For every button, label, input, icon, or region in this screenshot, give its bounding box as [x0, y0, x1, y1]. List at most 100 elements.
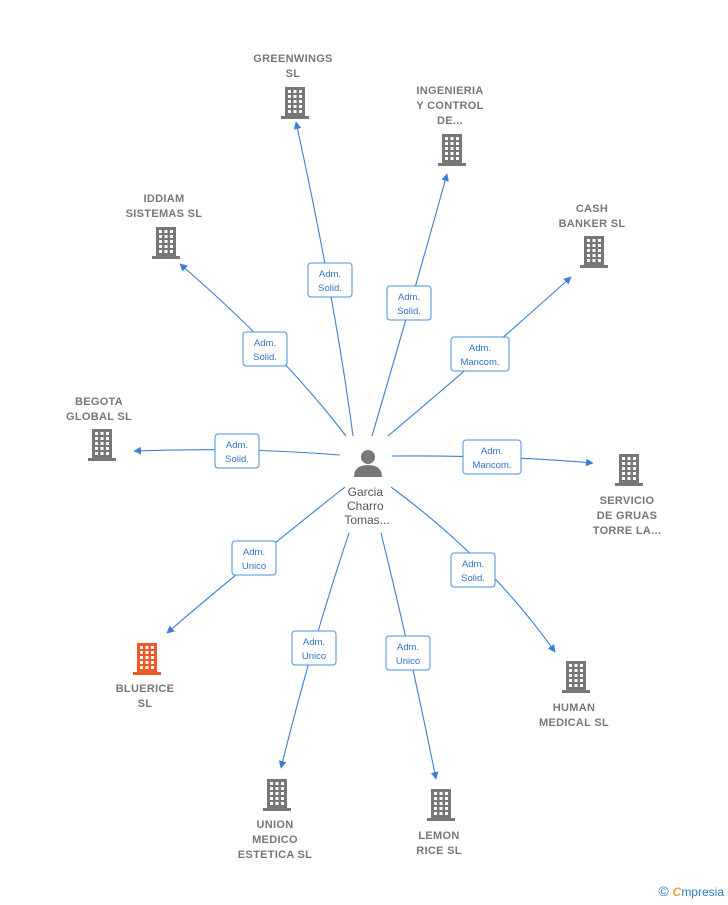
relation-tag-line: Solid.	[397, 306, 421, 317]
relation-tag-box	[291, 630, 337, 666]
building-icon	[427, 789, 455, 821]
company-label-line: TORRE LA...	[593, 525, 662, 537]
company-label-line: IDDIAM	[144, 193, 185, 205]
relation-tag-line: Adm.	[481, 446, 503, 457]
brand-initial: C	[672, 885, 682, 899]
company-label-line: CASH	[576, 203, 608, 215]
relation-tag-box	[450, 552, 496, 588]
relation-tag-line: Solid.	[225, 454, 249, 465]
company-label-line: RICE SL	[416, 845, 462, 857]
company-label-line: SISTEMAS SL	[126, 208, 203, 220]
relation-tag-text: Adm.Unico	[396, 642, 420, 667]
building-icon	[133, 643, 161, 675]
relation-tag-box	[462, 439, 522, 475]
center-label: Garcia Charro Tomas...	[344, 485, 389, 527]
relation-tag-line: Adm.	[469, 343, 491, 354]
relation-tag-box	[214, 433, 260, 469]
relation-tag-human-medical[interactable]: Adm. Solid.	[450, 552, 496, 588]
company-label-line: ESTETICA SL	[238, 849, 312, 861]
company-label-line: Y CONTROL	[416, 100, 483, 112]
relation-tag-line: Mancom.	[472, 460, 511, 471]
company-node-ingenieria[interactable]: INGENIERIA Y CONTROL DE...	[416, 85, 483, 166]
company-label: HUMAN MEDICAL SL	[539, 702, 609, 729]
company-label-line: MEDICAL SL	[539, 717, 609, 729]
relation-tag-line: Adm.	[303, 637, 325, 648]
relation-tag-line: Mancom.	[460, 357, 499, 368]
relation-tag-box	[386, 285, 432, 321]
relation-tag-line: Solid.	[253, 352, 277, 363]
relation-tag-text: Adm. Solid.	[253, 338, 277, 363]
relation-tag-servicio-gruas[interactable]: Adm. Mancom.	[462, 439, 522, 475]
relation-tag-box	[385, 635, 431, 671]
company-label-line: BANKER SL	[559, 218, 626, 230]
company-label-line: INGENIERIA	[416, 85, 483, 97]
relation-tag-line: Adm.	[254, 338, 276, 349]
center-label-line: Tomas...	[344, 513, 389, 527]
relation-tag-line: Adm.	[462, 559, 484, 570]
company-label-line: HUMAN	[553, 702, 595, 714]
relation-tag-box	[242, 331, 288, 367]
relation-tag-iddiam[interactable]: Adm. Solid.	[242, 331, 288, 367]
company-label: LEMON RICE SL	[416, 830, 462, 857]
center-label-line: Charro	[347, 499, 384, 513]
company-label-line: DE GRUAS	[597, 510, 657, 522]
center-person-node[interactable]: Garcia Charro Tomas...	[344, 450, 390, 527]
copyright-icon: ©	[658, 883, 669, 899]
company-label-line: GLOBAL SL	[66, 411, 132, 423]
relation-tag-bluerice[interactable]: Adm.Unico	[231, 540, 277, 576]
company-label-line: LEMON	[418, 830, 459, 842]
relation-tag-line: Unico	[302, 651, 326, 662]
relation-tag-line: Unico	[242, 561, 266, 572]
relation-tag-text: Adm.Solid.	[318, 269, 342, 294]
building-icon	[263, 779, 291, 811]
relation-tag-text: Adm. Solid.	[397, 292, 421, 317]
company-node-iddiam[interactable]: IDDIAM SISTEMAS SL	[126, 193, 203, 259]
building-icon	[152, 227, 180, 259]
relation-tag-line: Adm.	[226, 440, 248, 451]
company-label: INGENIERIA Y CONTROL DE...	[416, 85, 483, 127]
company-node-union-medico[interactable]: UNION MEDICO ESTETICA SL	[238, 779, 312, 861]
company-node-human-medical[interactable]: HUMAN MEDICAL SL	[539, 661, 609, 729]
relation-tag-text: Adm. Solid.	[461, 559, 485, 584]
company-node-lemon-rice[interactable]: LEMON RICE SL	[416, 789, 462, 857]
relation-tag-text: Adm. Unico	[302, 637, 326, 662]
brand-name: mpresia	[681, 885, 724, 899]
building-icon	[580, 236, 608, 268]
relation-tag-line: Adm.	[319, 269, 341, 280]
relation-tag-cash-banker[interactable]: Adm. Mancom.	[450, 336, 510, 372]
building-icon	[615, 454, 643, 486]
relation-tag-text: Adm.Unico	[242, 547, 266, 572]
relation-tag-lemon-rice[interactable]: Adm.Unico	[385, 635, 431, 671]
center-label-line: Garcia	[348, 485, 384, 499]
relation-tag-ingenieria[interactable]: Adm. Solid.	[386, 285, 432, 321]
relation-tag-greenwings[interactable]: Adm.Solid.	[307, 262, 353, 298]
building-icon	[562, 661, 590, 693]
relation-tag-line: Unico	[396, 656, 420, 667]
company-label-line: DE...	[437, 115, 463, 127]
relation-tag-box	[307, 262, 353, 298]
company-node-cash-banker[interactable]: CASH BANKER SL	[559, 203, 626, 268]
relation-tag-begota[interactable]: Adm. Solid.	[214, 433, 260, 469]
relation-tag-line: Adm.	[398, 292, 420, 303]
relation-tag-line: Solid.	[461, 573, 485, 584]
company-label-line: UNION	[257, 819, 294, 831]
brand-logo[interactable]: ©Cmpresia	[658, 883, 724, 899]
company-label: IDDIAM SISTEMAS SL	[126, 193, 203, 220]
company-label: UNION MEDICO ESTETICA SL	[238, 819, 312, 861]
building-icon	[88, 429, 116, 461]
relation-tag-union-medico[interactable]: Adm. Unico	[291, 630, 337, 666]
company-label-line: SL	[286, 68, 301, 80]
relation-tag-text: Adm. Mancom.	[472, 446, 511, 471]
company-label-line: MEDICO	[252, 834, 298, 846]
company-label-line: BLUERICE	[116, 683, 175, 695]
relation-tag-box	[231, 540, 277, 576]
